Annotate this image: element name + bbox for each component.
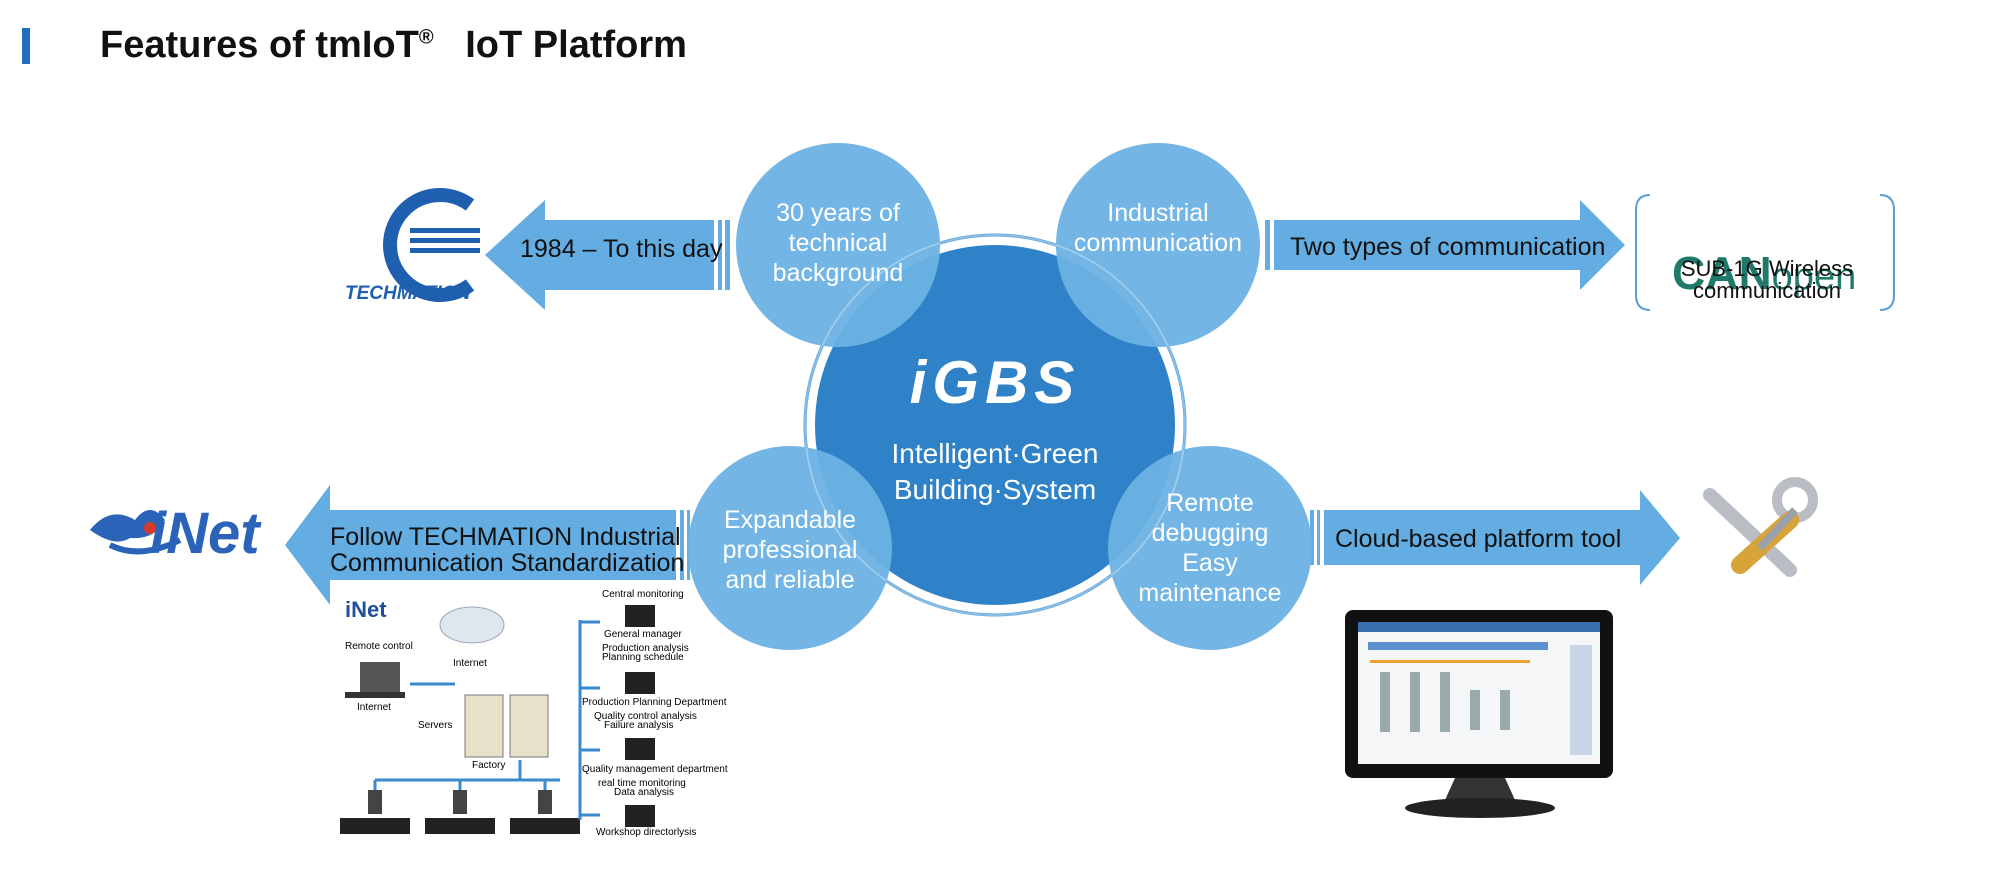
laptop-icon [360,662,400,692]
wireless-label: SUB-1G Wireless communication [1680,256,1854,303]
dept-label: Production Planning Department [582,697,727,708]
arrow-bottom-right-stripes [1314,510,1324,565]
center-subtitle: Intelligent·Green Building·System [891,438,1099,505]
inet-remote-control: Remote control [345,641,413,652]
page-title: Features of tmIoT® IoT Platform [100,24,687,66]
bubble-top-left [736,143,940,347]
bubble-top-right-label: Industrial communication [1073,199,1243,257]
inet-dragon-logo-icon [90,510,182,555]
dept-label: Data analysis [614,787,675,798]
arrow-bottom-left-stripes [676,510,687,580]
bubble-top-left-label: 30 years of technical background [772,199,904,287]
dept-label: real time monitoring [598,778,686,789]
center-circle-ring [803,233,1187,617]
dept-label: General manager [604,629,682,640]
inet-servers: Servers [418,720,453,731]
server-icon-2 [509,694,549,758]
arrow-top-right-label: Two types of communication [1290,233,1606,261]
inet-network-diagram [340,605,655,834]
arrow-top-left-stripes [714,220,725,290]
dept-label: Quality management department [582,764,728,775]
dept-label: Failure analysis [604,720,674,731]
canopen-logo: CANopen [1672,198,1856,302]
techmation-wordmark: TECHMATION [345,283,471,304]
inet-internet-pc: Internet [357,702,391,713]
canopen-can: CAN [1672,247,1772,299]
arrow-bottom-right-label: Cloud-based platform tool [1335,525,1622,553]
dept-label: Quality control analysis [594,711,697,722]
monitor-icon [1345,610,1613,818]
dept-label: Central monitoring [602,589,684,600]
center-circle [815,245,1175,605]
bubble-top-right [1056,143,1260,347]
title-accent-bar [22,28,30,64]
bubble-bottom-left-label: Expandable professional and reliable [722,506,858,594]
techmation-logo-icon [383,188,480,302]
bubble-bottom-right [1108,446,1312,650]
arrow-bottom-left-label: Follow TECHMATION Industrial Communicati… [330,523,685,577]
tools-icon [1703,477,1818,577]
canopen-frame [1635,194,1895,311]
center-circle-overlay-ring [804,234,1186,616]
server-icon [464,694,504,758]
arrow-bottom-left [285,485,690,605]
dept-label: Workshop directorlysis [596,827,697,838]
inet-wordmark: iNet [150,501,260,566]
inet-internet-cloud: Internet [453,658,487,669]
bubble-bottom-right-label: Remote debugging Easy maintenance [1138,489,1282,607]
arrow-top-left [485,200,730,310]
canopen-open: open [1771,256,1857,298]
dept-label: Production analysis [602,643,689,654]
inet-factory: Factory [472,760,506,771]
bubble-bottom-left [688,446,892,650]
arrow-bottom-right [1310,490,1680,585]
arrow-top-right-stripes [1262,220,1274,270]
inet-diagram-title: iNet [345,597,387,622]
igbs-logo: iGBS [909,349,1081,416]
arrow-top-left-label: 1984 – To this day [520,235,723,263]
arrow-top-right [1262,200,1625,290]
dept-label: Planning schedule [602,652,684,663]
